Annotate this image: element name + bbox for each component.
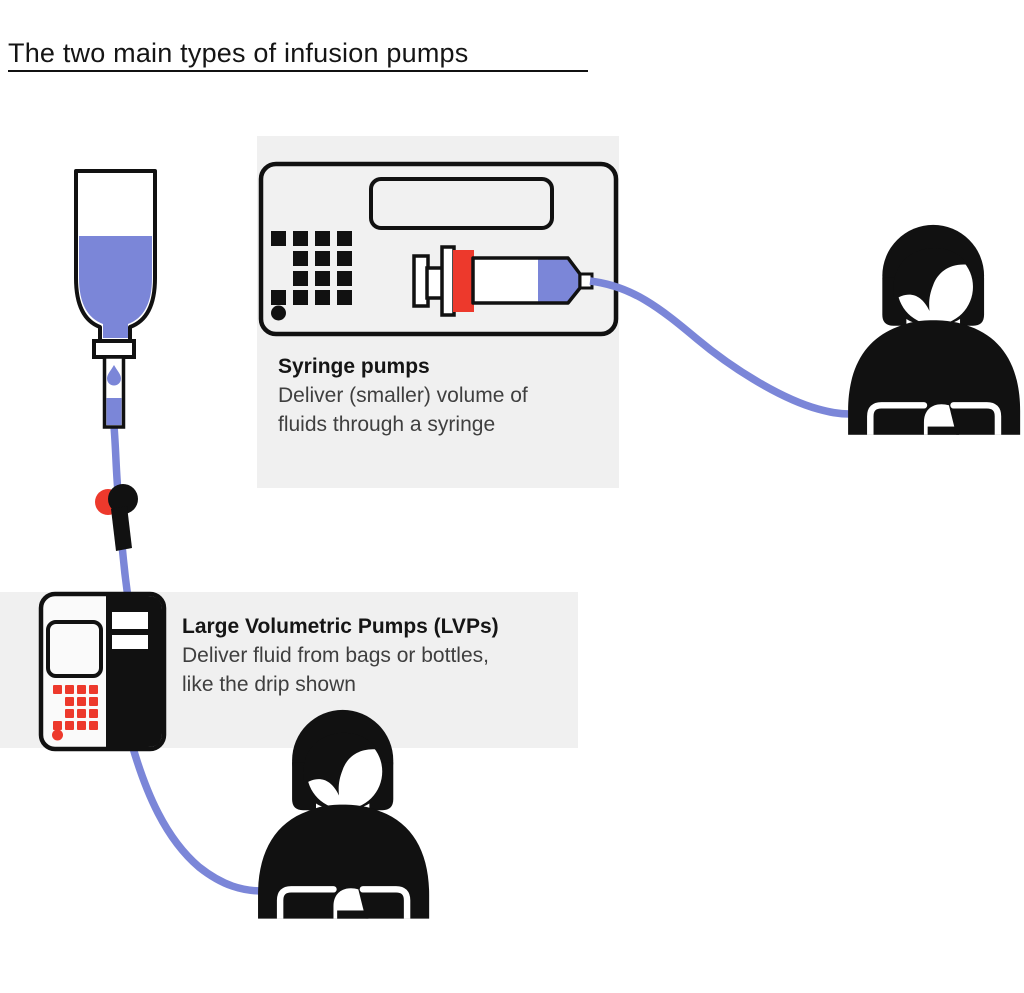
drop-icon — [107, 365, 122, 386]
title-underline — [8, 70, 588, 72]
syringe-description-line1: Deliver (smaller) volume of — [278, 384, 528, 407]
lvp-keypad — [52, 685, 98, 741]
patient-icon-bottom — [258, 710, 429, 919]
iv-bag-icon — [74, 169, 157, 359]
page-title: The two main types of infusion pumps — [8, 38, 469, 68]
pump-display — [369, 177, 554, 230]
lvp-heading: Large Volumetric Pumps (LVPs) — [182, 615, 499, 638]
syringe-heading: Syringe pumps — [278, 355, 430, 378]
lvp-to-patient-tube — [129, 746, 264, 895]
lvp-screen — [46, 620, 103, 678]
syringe-icon — [412, 245, 594, 317]
patient-icon-top — [848, 225, 1020, 435]
syringe-to-patient-tube — [589, 277, 851, 418]
syringe-description-line2: fluids through a syringe — [278, 413, 496, 436]
roller-clamp-icon — [95, 484, 138, 551]
drip-chamber-icon — [102, 355, 126, 429]
lvp-caption: Large Volumetric Pumps (LVPs) Deliver fl… — [182, 612, 499, 699]
syringe-pump-icon — [258, 161, 619, 337]
pump-keypad — [271, 231, 352, 321]
lvp-description-line1: Deliver fluid from bags or bottles, — [182, 644, 489, 667]
syringe-caption: Syringe pumps Deliver (smaller) volume o… — [278, 352, 528, 439]
lvp-pump-icon — [38, 591, 167, 752]
lvp-description-line2: like the drip shown — [182, 673, 356, 696]
